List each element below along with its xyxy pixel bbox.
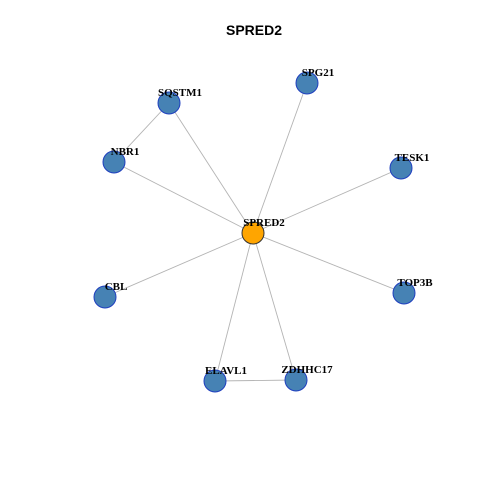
node-circle-cbl (93, 285, 117, 309)
node-label-tesk1: TESK1 (395, 152, 430, 164)
node-label-sqstm1: SQSTM1 (158, 87, 202, 99)
node-top3b: TOP3B (392, 277, 433, 305)
node-label-spred2: SPRED2 (243, 217, 285, 229)
node-circle-tesk1 (389, 156, 413, 180)
edge-spred2-elavl1 (214, 232, 254, 382)
edge-spred2-cbl (104, 232, 254, 298)
node-label-nbr1: NBR1 (111, 146, 140, 158)
edge-spred2-spg21 (252, 82, 308, 234)
edge-spred2-top3b (252, 232, 405, 294)
node-circle-top3b (392, 281, 416, 305)
node-tesk1: TESK1 (389, 152, 430, 180)
edge-spred2-nbr1 (113, 161, 254, 234)
node-label-elavl1: ELAVL1 (205, 365, 247, 377)
node-circle-elavl1 (203, 369, 227, 393)
node-circle-sqstm1 (157, 91, 181, 115)
node-label-cbl: CBL (105, 281, 128, 293)
edge-spred2-sqstm1 (168, 102, 254, 234)
node-elavl1: ELAVL1 (203, 365, 247, 393)
edge-elavl1-zdhhc17 (214, 379, 297, 382)
node-zdhhc17: ZDHHC17 (281, 364, 333, 392)
node-circle-nbr1 (102, 150, 126, 174)
edge-spred2-tesk1 (252, 167, 402, 234)
node-label-top3b: TOP3B (397, 277, 433, 289)
node-circle-spg21 (295, 71, 319, 95)
edge-spred2-zdhhc17 (252, 232, 297, 381)
node-circle-zdhhc17 (284, 368, 308, 392)
diagram-title: SPRED2 (226, 22, 282, 38)
node-cbl: CBL (93, 281, 128, 309)
node-label-spg21: SPG21 (302, 67, 334, 79)
node-spg21: SPG21 (295, 67, 334, 95)
node-circle-spred2 (241, 221, 265, 245)
node-label-zdhhc17: ZDHHC17 (281, 364, 333, 376)
node-spred2: SPRED2 (241, 217, 285, 245)
node-nbr1: NBR1 (102, 146, 140, 174)
edges-layer (104, 82, 405, 382)
node-sqstm1: SQSTM1 (157, 87, 202, 115)
edge-sqstm1-nbr1 (113, 102, 170, 163)
